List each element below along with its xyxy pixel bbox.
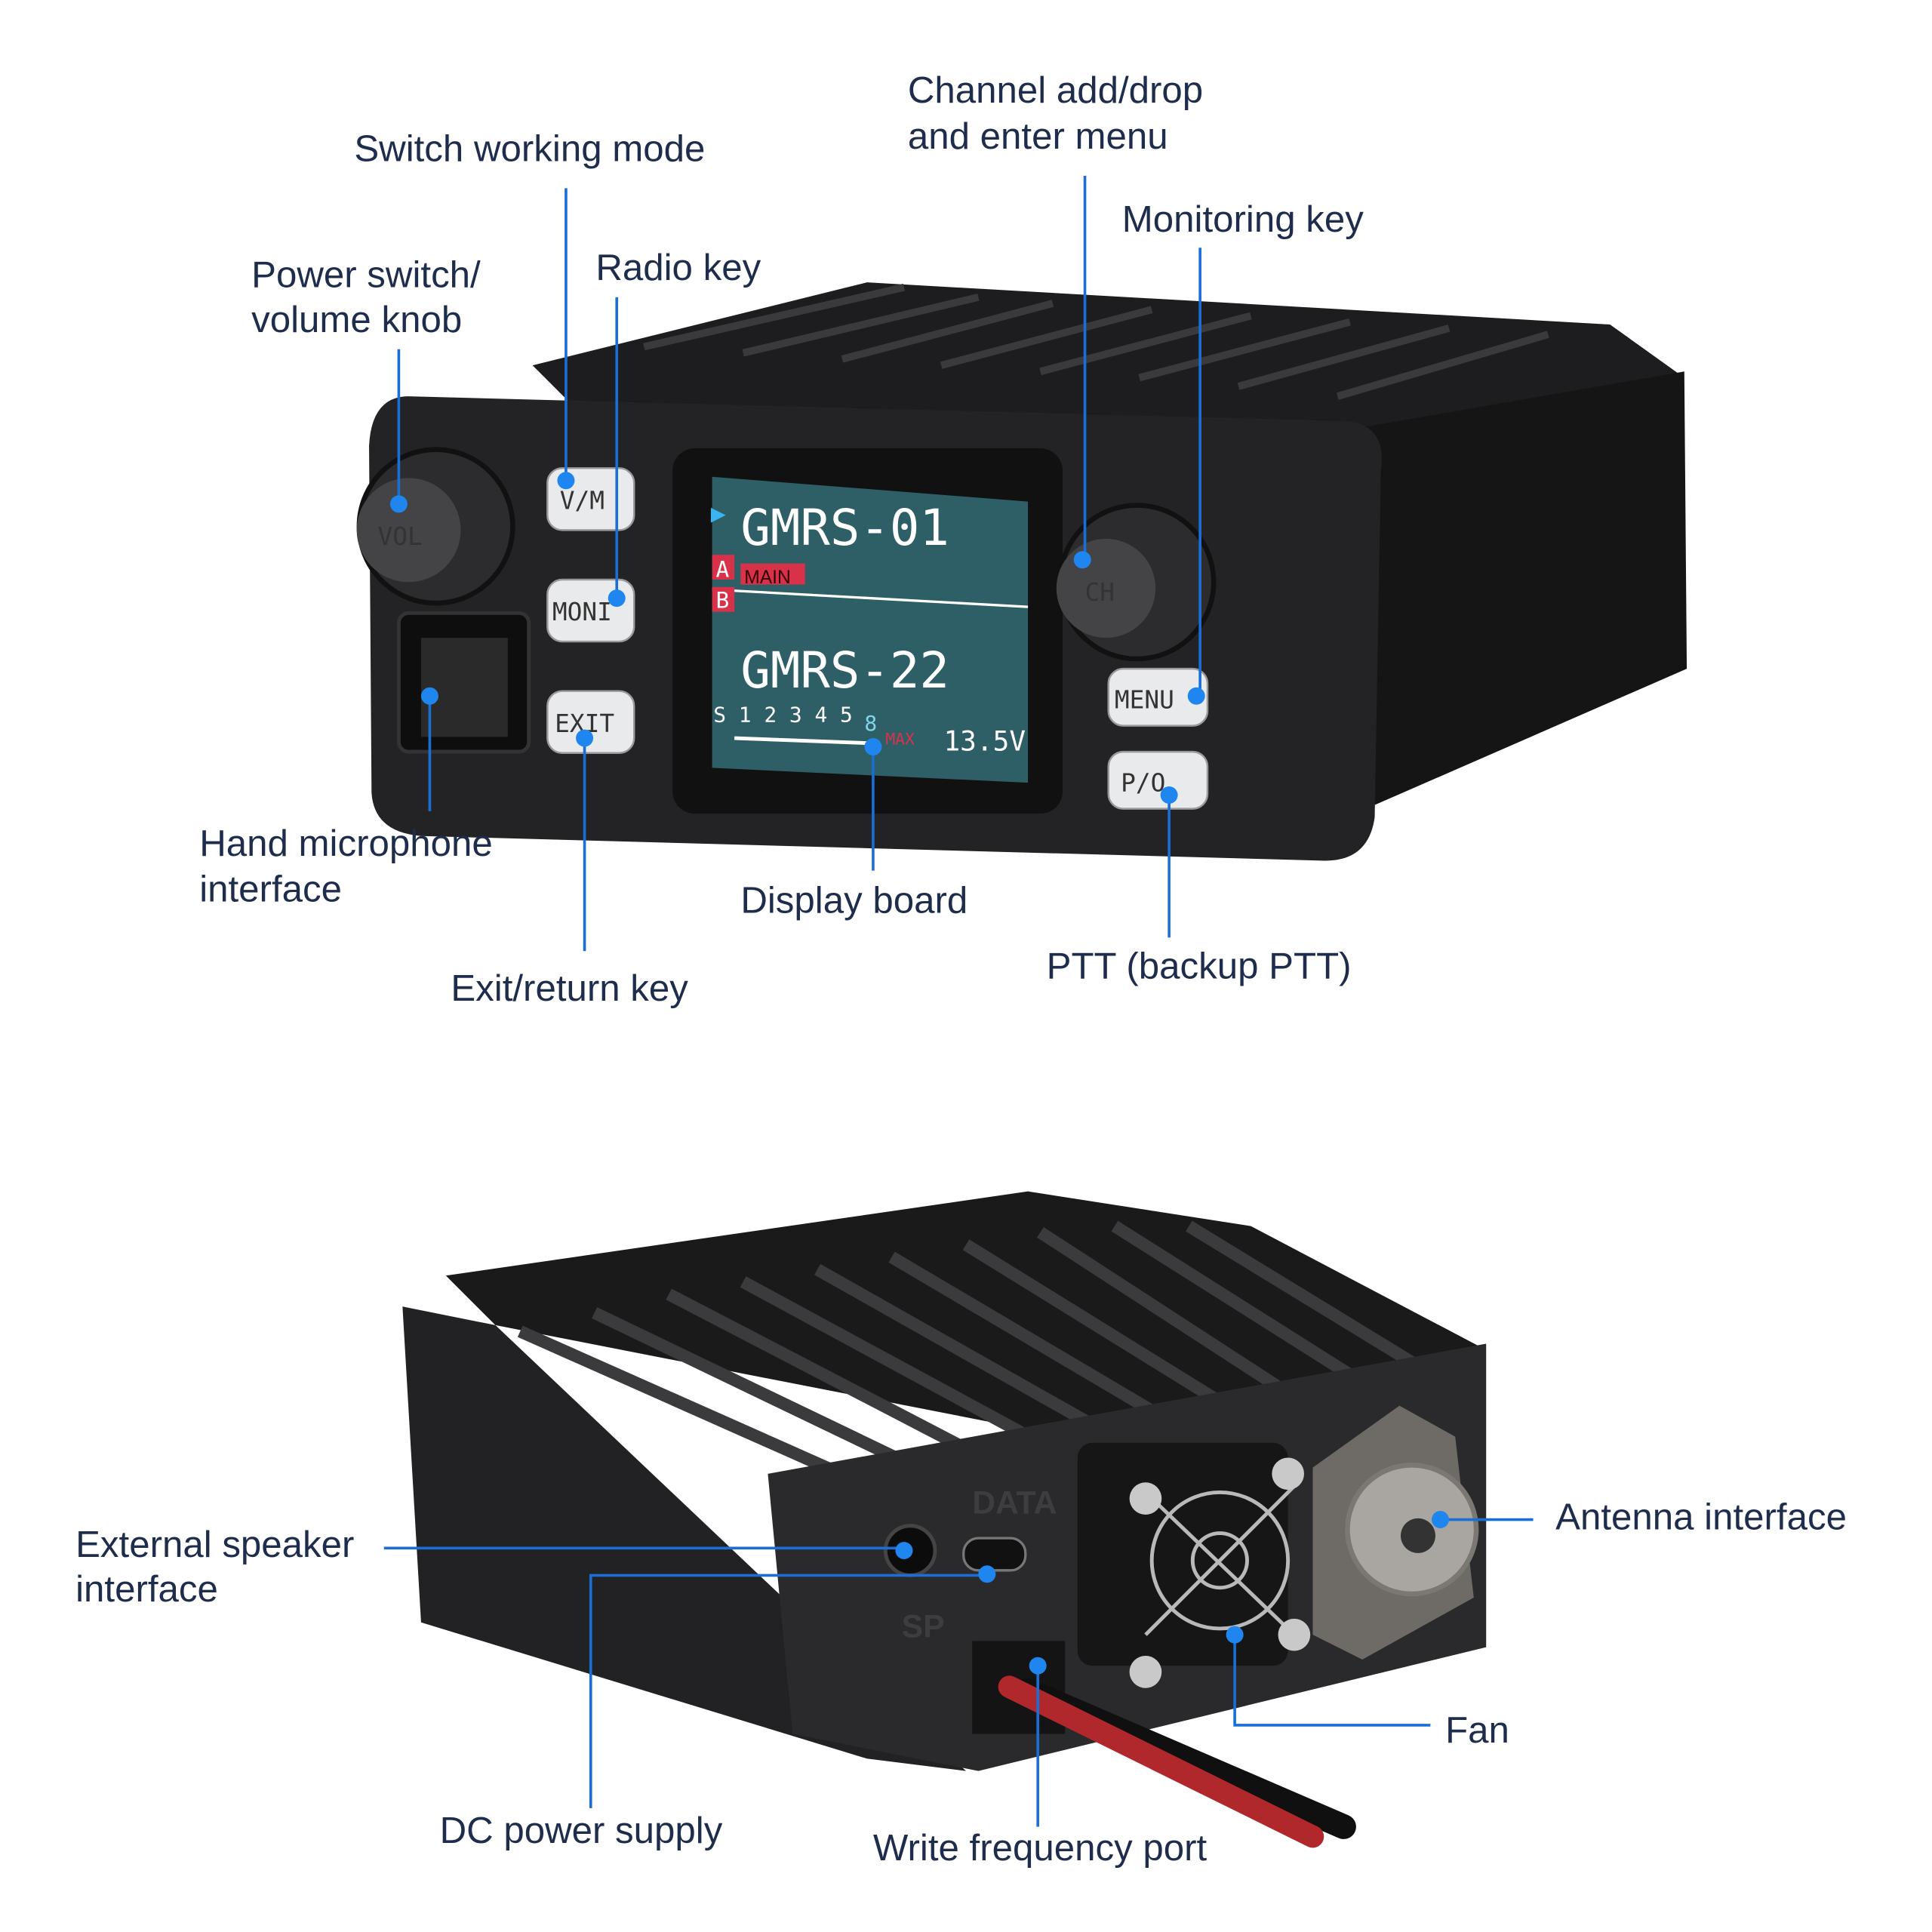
tag-a: A [716, 557, 730, 583]
heatsink-top [532, 282, 1684, 446]
exit-button[interactable]: EXIT [546, 690, 635, 754]
mic-port-socket [420, 638, 508, 737]
label-dc: DC power supply [440, 1810, 723, 1851]
s-meter-eight: 8 [864, 711, 877, 736]
heatsink-fins [643, 283, 1549, 400]
usb-c-port[interactable] [962, 1537, 1027, 1572]
channel-b: GMRS-22 [740, 642, 949, 700]
label-ptt: PTT (backup PTT) [1047, 945, 1352, 986]
fan-housing [1077, 1442, 1288, 1666]
moni-button[interactable]: MONI [546, 578, 635, 643]
label-channel-1: Channel add/drop [908, 69, 1203, 111]
label-mic-1: Hand microphone [199, 823, 493, 864]
selected-arrow-icon [710, 507, 726, 523]
callout-lines [383, 176, 1534, 1827]
label-power-1: Power switch/ [251, 254, 481, 296]
label-display: Display board [740, 879, 968, 921]
callout-labels: Switch working mode Channel add/drop and… [75, 69, 1847, 1869]
label-radio-key: Radio key [595, 247, 761, 288]
label-monitoring: Monitoring key [1122, 198, 1364, 240]
s-meter-bar [734, 736, 867, 746]
label-antenna: Antenna interface [1555, 1497, 1847, 1538]
tag-b-bg [712, 586, 735, 612]
label-speaker-1: External speaker [75, 1524, 354, 1565]
display-screen [712, 476, 1029, 783]
data-port-label: DATA [972, 1484, 1057, 1521]
radio-front-view: VOL V/M MONI EXIT GMRS-01 A MAIN B GMRS-… [356, 282, 1687, 861]
po-button[interactable]: P/O [1107, 750, 1209, 810]
po-button-label: P/O [1121, 769, 1165, 798]
sp-label: SP [902, 1608, 945, 1644]
label-write: Write frequency port [873, 1827, 1208, 1869]
tag-b: B [716, 588, 730, 614]
screen-divider [712, 588, 1029, 608]
rear-fins [517, 1220, 1416, 1486]
label-power-2: volume knob [251, 299, 462, 340]
menu-button-label: MENU [1115, 686, 1174, 715]
ch-label: CH [1085, 578, 1115, 607]
tag-a-bg [712, 555, 735, 580]
label-speaker-2: interface [75, 1568, 218, 1610]
label-fan: Fan [1445, 1709, 1509, 1751]
fan-icon [1144, 1484, 1296, 1636]
s-meter-scale: S 1 2 3 4 5 [713, 703, 853, 728]
s-meter-max: MAX [885, 730, 915, 749]
main-tag: MAIN [744, 568, 791, 588]
label-mic-2: interface [199, 869, 342, 910]
label-switch-mode: Switch working mode [354, 128, 705, 169]
label-channel-2: and enter menu [908, 115, 1168, 157]
vm-button-label: V/M [560, 486, 605, 515]
volume-knob-cap [356, 478, 461, 583]
side-panel [1362, 371, 1687, 805]
menu-button[interactable]: MENU [1107, 667, 1209, 727]
moni-button-label: MONI [552, 598, 612, 626]
main-tag-bg [740, 563, 805, 585]
power-cable-red [998, 1675, 1324, 1848]
radio-rear-view: DATA SP [402, 1191, 1487, 1848]
vol-label: VOL [378, 522, 423, 551]
channel-a: GMRS-01 [740, 500, 949, 557]
voltage-readout: 13.5V [943, 724, 1026, 757]
antenna-pin [1401, 1518, 1435, 1553]
label-exit: Exit/return key [451, 968, 688, 1009]
fan-screws [1129, 1457, 1311, 1688]
